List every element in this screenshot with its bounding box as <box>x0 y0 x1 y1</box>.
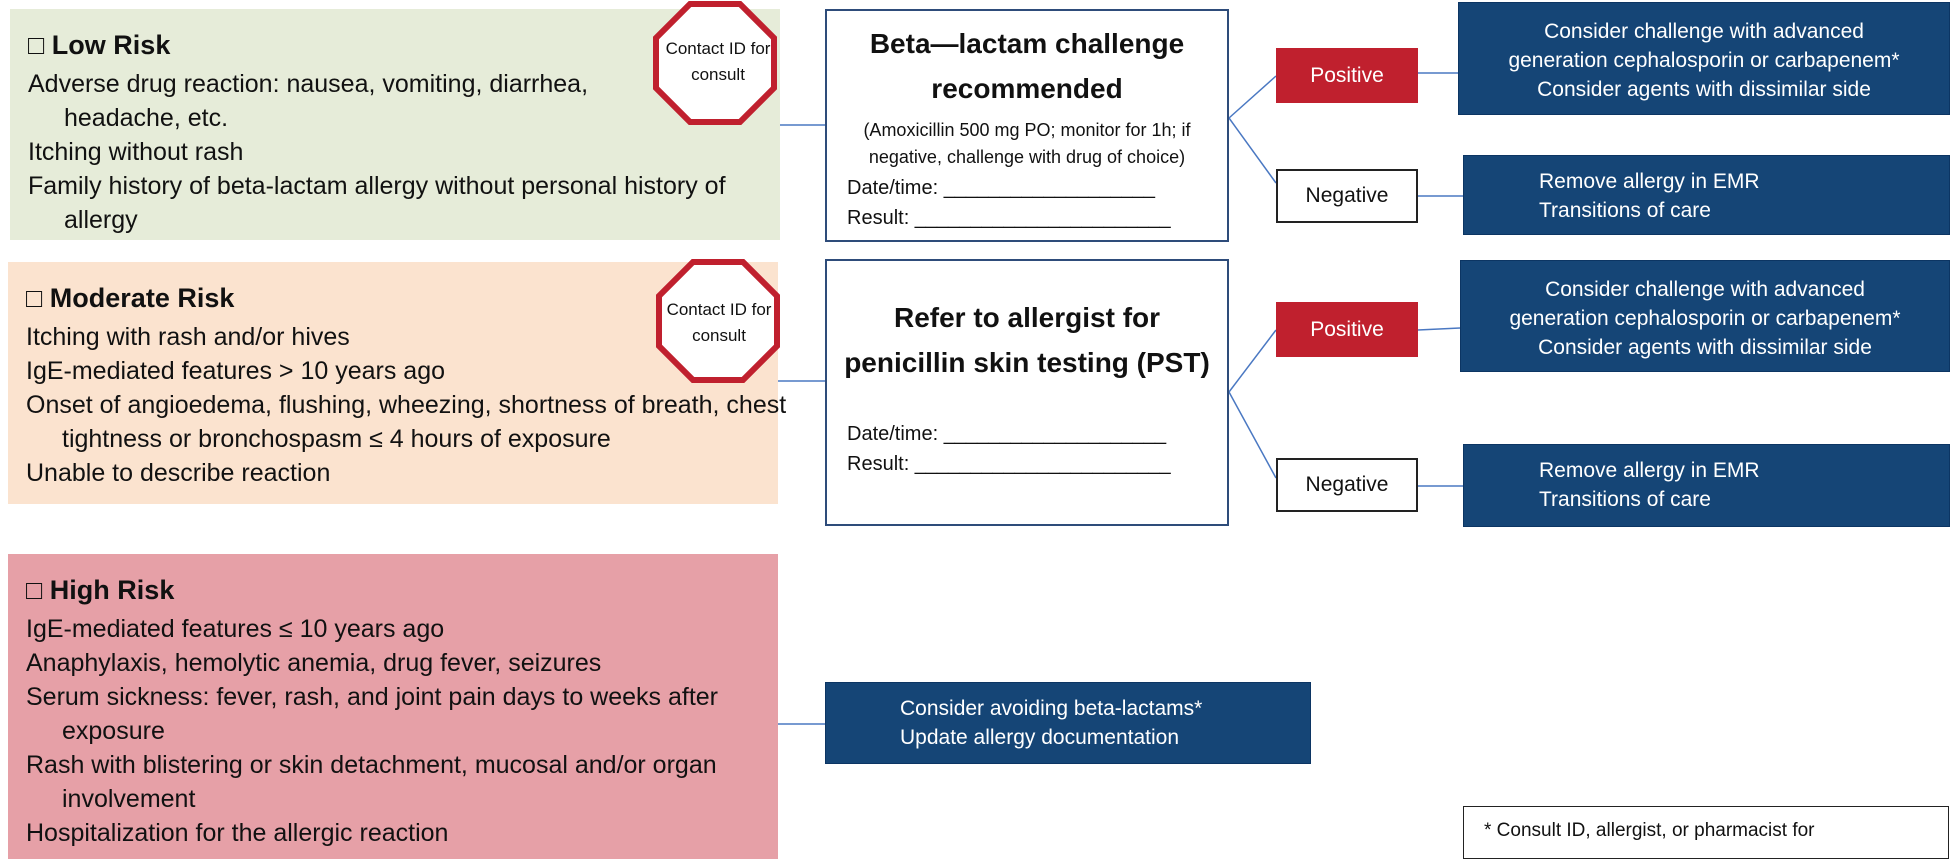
low-risk-panel: □ Low Risk Adverse drug reaction: nausea… <box>10 9 780 240</box>
positive-action-box: Consider challenge with advanced generat… <box>1458 2 1950 115</box>
high-risk-action-box: Consider avoiding beta-lactams* Update a… <box>825 682 1311 764</box>
contact-id-label: Contact ID for consult <box>665 39 771 84</box>
moderate-risk-item: Unable to describe reaction <box>26 459 331 487</box>
action-line: Remove allergy in EMR <box>1539 459 1760 482</box>
refer-date-line: Date/time: ____________________ <box>847 423 1167 445</box>
stop-sign-icon <box>653 1 777 125</box>
low-risk-item: Itching without rash <box>28 138 244 166</box>
positive-badge: Positive <box>1276 48 1418 103</box>
action-line: generation cephalosporin or carbapenem* <box>1508 49 1900 72</box>
high-risk-title: □ High Risk <box>26 575 175 605</box>
action-line: Consider avoiding beta-lactams* <box>900 697 1203 720</box>
refer-box: Refer to allergist for penicillin skin t… <box>825 259 1229 526</box>
negative-action-box: Remove allergy in EMR Transitions of car… <box>1463 444 1950 527</box>
action-line: Consider challenge with advanced <box>1544 20 1864 43</box>
high-risk-item: Hospitalization for the allergic reactio… <box>26 819 449 847</box>
action-line: Consider challenge with advanced <box>1545 278 1865 301</box>
moderate-risk-item: IgE-mediated features > 10 years ago <box>26 357 446 385</box>
action-line: Consider agents with dissimilar side <box>1537 78 1871 101</box>
negative-action-box: Remove allergy in EMR Transitions of car… <box>1463 155 1950 235</box>
low-risk-title: □ Low Risk <box>28 30 171 60</box>
footnote: * Consult ID, allergist, or pharmacist f… <box>1463 806 1949 859</box>
moderate-risk-item: Itching with rash and/or hives <box>26 323 350 351</box>
high-risk-item: Anaphylaxis, hemolytic anemia, drug feve… <box>26 649 602 677</box>
challenge-date-line: Date/time: ___________________ <box>847 177 1156 199</box>
low-risk-item: Adverse drug reaction: nausea, vomiting,… <box>28 70 589 132</box>
moderate-risk-title: □ Moderate Risk <box>26 283 235 313</box>
challenge-box: Beta—lactam challenge recommended (Amoxi… <box>825 9 1229 242</box>
action-line: Consider agents with dissimilar side <box>1538 336 1872 359</box>
challenge-result-line: Result: _______________________ <box>847 207 1171 229</box>
high-risk-item: Rash with blistering or skin detachment,… <box>26 751 717 813</box>
high-risk-item: IgE-mediated features ≤ 10 years ago <box>26 615 445 643</box>
moderate-risk-panel: □ Moderate Risk Itching with rash and/or… <box>8 262 786 504</box>
high-risk-item: Serum sickness: fever, rash, and joint p… <box>26 683 719 745</box>
action-line: Transitions of care <box>1539 488 1711 511</box>
refer-result-line: Result: _______________________ <box>847 453 1171 475</box>
low-risk-item: Family history of beta-lactam allergy wi… <box>28 172 726 234</box>
contact-id-label: Contact ID for consult <box>666 300 772 345</box>
action-line: Update allergy documentation <box>900 726 1180 749</box>
negative-badge: Negative <box>1276 169 1418 223</box>
moderate-risk-item: Onset of angioedema, flushing, wheezing,… <box>26 391 787 453</box>
positive-badge: Positive <box>1276 302 1418 357</box>
negative-badge: Negative <box>1276 458 1418 512</box>
challenge-title: Beta—lactam challenge recommended <box>869 28 1185 104</box>
action-line: Transitions of care <box>1539 199 1711 222</box>
action-line: Remove allergy in EMR <box>1539 170 1760 193</box>
positive-action-box: Consider challenge with advanced generat… <box>1460 260 1950 372</box>
challenge-note: (Amoxicillin 500 mg PO; monitor for 1h; … <box>863 120 1191 167</box>
action-line: generation cephalosporin or carbapenem* <box>1509 307 1901 330</box>
high-risk-panel: □ High Risk IgE-mediated features ≤ 10 y… <box>8 554 778 859</box>
stop-sign-icon <box>656 259 780 383</box>
refer-title: Refer to allergist for penicillin skin t… <box>844 302 1210 378</box>
